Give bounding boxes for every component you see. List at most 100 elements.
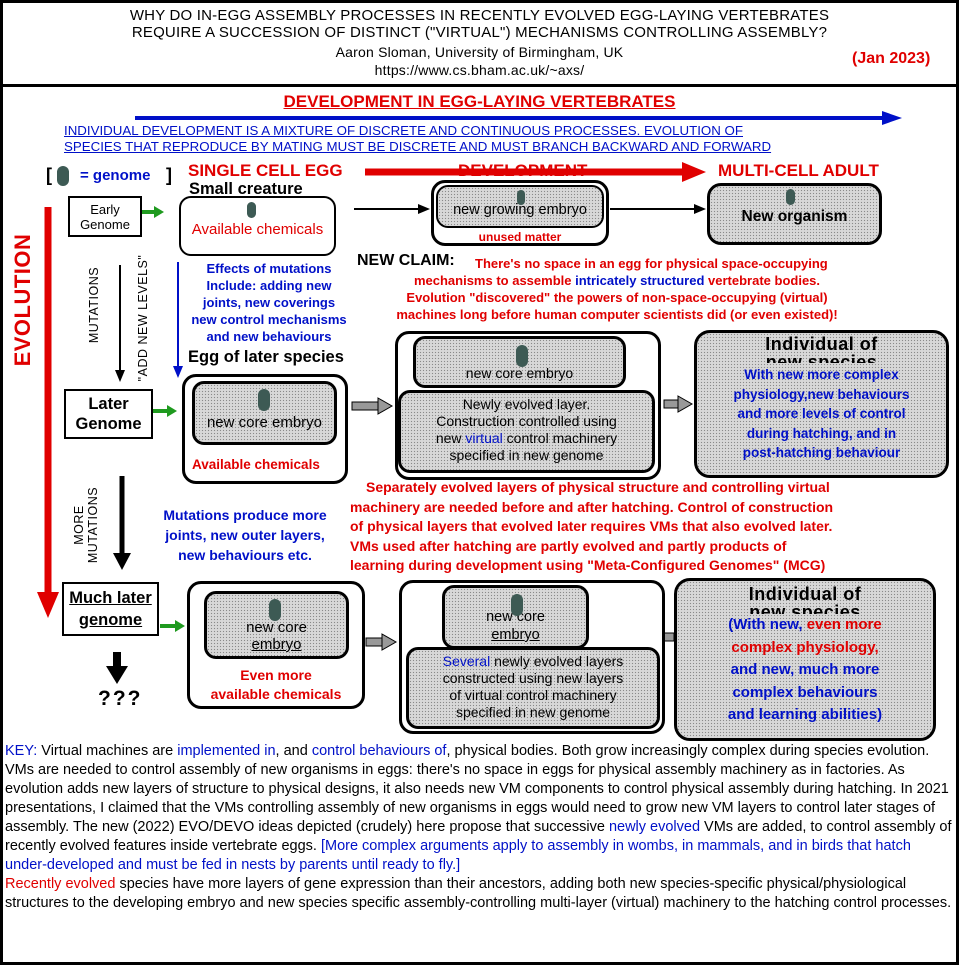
effects-line-4: new control mechanisms xyxy=(191,312,347,327)
single-cell-egg-header: SINGLE CELL EGG xyxy=(188,161,343,180)
genome-icon xyxy=(269,599,281,621)
species-title-row3-line-2: new species xyxy=(749,603,861,614)
much-later-genome-line-1: Much later xyxy=(69,589,152,607)
development-egg-2: new core embryo Newly evolved layer. Con… xyxy=(395,331,661,480)
evolution-label: EVOLUTION xyxy=(10,233,35,367)
key-text-2: implemented in xyxy=(177,743,276,759)
key-text-10: species have more layers of gene express… xyxy=(5,876,952,911)
single-cell-egg: Available chemicals xyxy=(179,196,336,256)
even-more-chemicals: Even more available chemicals xyxy=(190,666,362,704)
species-row3-line-1: (With new, even more xyxy=(677,614,933,637)
core-embryo-top-row2-label: new core embryo xyxy=(465,365,574,381)
separately-line-1: Separately evolved layers of physical st… xyxy=(366,479,830,495)
dotted-arrow-row2-b xyxy=(663,395,694,413)
core-embryo-row3-line-1: new core xyxy=(246,619,307,636)
development-egg-3: new core embryo Several newly evolved la… xyxy=(399,580,665,734)
new-species-row3: Individual of new species (With new, eve… xyxy=(674,578,936,741)
new-claim-label: NEW CLAIM: xyxy=(357,252,455,269)
new-organism-label: New organism xyxy=(741,208,848,225)
header-line-2: REQUIRE A SUCCESSION OF DISTINCT ("VIRTU… xyxy=(131,24,828,41)
separately-line-3: of physical layers that evolved later re… xyxy=(350,518,833,534)
layers-row3-line-4: specified in new genome xyxy=(455,704,611,720)
claim-line-2c: vertebrate bodies. xyxy=(704,273,821,288)
newly-evolved-layer: Newly evolved layer. Construction contro… xyxy=(398,390,655,473)
header-line-1: WHY DO IN-EGG ASSEMBLY PROCESSES IN RECE… xyxy=(129,7,830,24)
growing-embryo: new growing embryo xyxy=(436,185,604,228)
small-creature-label: Small creature xyxy=(189,180,303,198)
layer-line-1: Newly evolved layer. xyxy=(462,396,591,412)
green-arrow-3 xyxy=(175,620,185,632)
later-genome-line-1: Later xyxy=(88,395,129,413)
claim-line-3: Evolution "discovered" the powers of non… xyxy=(406,290,828,305)
development-egg-1: new growing embryo unused matter xyxy=(431,180,609,246)
species-row2-line-1: With new more complex xyxy=(744,367,899,382)
several-evolved-layers: Several newly evolved layers constructed… xyxy=(406,647,660,729)
evolution-arrowhead xyxy=(37,592,59,618)
key-text-4: control behaviours of xyxy=(311,743,447,759)
genome-icon xyxy=(258,389,270,411)
species-row2-line-3: and more levels of control xyxy=(737,406,906,421)
early-genome-box: Early Genome xyxy=(68,196,142,237)
available-chemicals-1: Available chemicals xyxy=(191,221,324,238)
species-row3-line-5: and learning abilities) xyxy=(727,706,883,723)
genome-icon xyxy=(511,594,523,616)
claim-line-2a: mechanisms to assemble xyxy=(413,273,576,288)
later-genome-box: Later Genome xyxy=(64,389,153,439)
intro-line-2: SPECIES THAT REPRODUCE BY MATING MUST BE… xyxy=(64,139,772,154)
claim-line-1: There's no space in an egg for physical … xyxy=(475,256,828,271)
effects-line-1: Effects of mutations xyxy=(206,261,332,276)
species-row3-line-3: and new, much more xyxy=(730,661,880,678)
green-arrow-1 xyxy=(154,206,164,218)
effects-line-2: Include: adding new xyxy=(206,278,332,293)
unused-matter-label: unused matter xyxy=(478,230,562,244)
layer-line-2: Construction controlled using xyxy=(436,413,617,429)
new-species-row2: Individual of new species With new more … xyxy=(694,330,949,478)
development-header: DEVELOPMENT xyxy=(458,161,588,180)
species-row3-line-1a: (With new, xyxy=(728,616,807,633)
header-author: Aaron Sloman, University of Birmingham, … xyxy=(335,44,624,60)
egg-of-later-species-label: Egg of later species xyxy=(188,348,344,366)
separately-line-2: machinery are needed before and after ha… xyxy=(350,498,834,515)
layers-row3-line-1: Several newly evolved layers xyxy=(409,653,657,670)
core-embryo-row2-label: new core embryo xyxy=(206,413,323,431)
claim-line-4: machines long before human computer scie… xyxy=(396,307,838,322)
key-text-8: [More complex arguments apply to assembl… xyxy=(5,838,911,873)
mutations-produce-line-1: Mutations produce more xyxy=(163,507,327,523)
even-more-line-1: Even more xyxy=(240,667,312,683)
core-embryo-row2: new core embryo xyxy=(192,381,337,445)
legend-label: = genome xyxy=(80,167,151,184)
layers-row3-line-3: of virtual control machinery xyxy=(449,687,617,703)
key-text-1: Virtual machines are xyxy=(37,743,178,759)
effects-of-mutations: Effects of mutations Include: adding new… xyxy=(180,260,358,345)
dotted-arrow-row3-a xyxy=(365,633,398,651)
main-title: DEVELOPMENT IN EGG-LAYING VERTEBRATES xyxy=(283,92,676,111)
mutations-produce-line-2: joints, new outer layers, xyxy=(165,527,325,543)
species-row2-line-2: physiology,new behaviours xyxy=(733,386,910,402)
mutations-produce-line-3: new behaviours etc. xyxy=(178,547,312,563)
separately-line-4: VMs used after hatching are partly evolv… xyxy=(350,537,787,554)
key-paragraph: KEY: Virtual machines are implemented in… xyxy=(5,742,955,913)
claim-line-2b: intricately structured xyxy=(575,273,705,288)
core-embryo-row3-line-2: embryo xyxy=(251,636,302,653)
core-embryo-row3: new core embryo xyxy=(204,591,349,659)
key-text-9: Recently evolved xyxy=(5,876,116,892)
separately-line-5: learning during development using "Meta-… xyxy=(350,557,826,573)
claim-line-2: mechanisms to assemble intricately struc… xyxy=(357,273,877,288)
multi-cell-adult-header: MULTI-CELL ADULT xyxy=(718,161,879,180)
species-row2-line-5: post-hatching behaviour xyxy=(742,445,901,460)
layer-line-3c: control machinery xyxy=(502,430,618,446)
more-mutations-line-2: MUTATIONS xyxy=(86,486,100,564)
much-later-genome-line-2: genome xyxy=(78,611,143,629)
mutations-produce: Mutations produce more joints, new outer… xyxy=(145,505,345,565)
effects-line-3: joints, new coverings xyxy=(202,295,336,310)
growing-embryo-label: new growing embryo xyxy=(453,201,587,218)
early-genome-line-2: Genome xyxy=(80,216,130,232)
more-mutations-label: MORE MUTATIONS xyxy=(72,480,100,570)
genome-icon xyxy=(57,166,69,186)
later-species-egg: new core embryo Available chemicals xyxy=(182,374,348,484)
green-arrow-2 xyxy=(167,405,177,417)
species-row3-line-4: complex behaviours xyxy=(732,683,878,701)
layers-row3-line-2: constructed using new layers xyxy=(442,670,624,686)
key-text-7: VMs are added, to control assembly of re… xyxy=(5,819,952,854)
